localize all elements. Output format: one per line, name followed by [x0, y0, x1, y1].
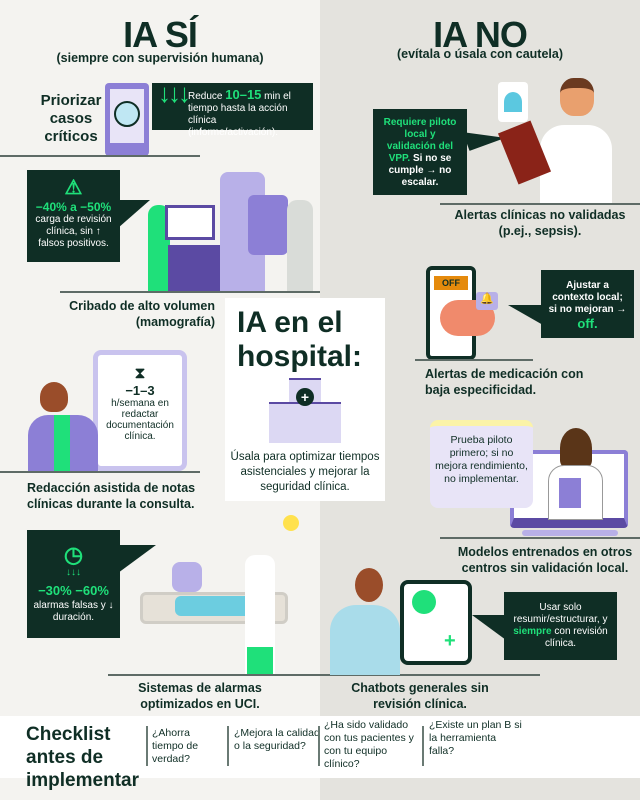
doctor-illustration: [540, 125, 612, 203]
doctor-illustration: [245, 555, 275, 675]
highlight: −40% a −50%: [35, 200, 112, 214]
highlight: −30% −60%: [38, 583, 109, 598]
text: Ajustar a contexto local; si no mejoran …: [548, 280, 627, 315]
chart-bubble: [498, 82, 528, 122]
chatbots-info-box: Usar solo resumir/estructurar, y siempre…: [504, 592, 617, 660]
tablet-illustration: ⧗ −1–3 h/semana en redactar documentació…: [93, 350, 187, 471]
machine-base: [168, 245, 228, 291]
text: h/semana en redactar documentación clíni…: [106, 398, 174, 442]
doctor-head: [560, 428, 592, 468]
tail: [118, 200, 150, 228]
highlight: off.: [577, 316, 598, 331]
woman-illustration: [330, 605, 400, 675]
alarm-icon: [283, 515, 299, 531]
notas-caption: Redacción asistida de notas clínicas dur…: [27, 481, 196, 511]
cribado-caption: Cribado de alto volumen (mamografía): [69, 299, 215, 329]
modelos-caption: Modelos entrenados en otros centros sin …: [457, 545, 633, 575]
highlight: −1–3: [125, 383, 155, 398]
screen-illustration: [165, 205, 215, 240]
divider: [227, 726, 229, 766]
plus-icon: +: [444, 630, 456, 652]
divider: [400, 674, 540, 676]
alertas-caption: Alertas clínicas no validadas (p.ej., se…: [454, 208, 626, 238]
text: Si no se cumple → no escalar.: [388, 153, 452, 188]
ia-no-title: IA NO: [433, 14, 528, 55]
down-arrows-icon: ↓↓↓: [66, 567, 81, 578]
doctor-head: [40, 382, 68, 412]
center-card: IA en el hospital: + Úsala para optimiza…: [225, 298, 385, 501]
chatbots-caption: Chatbots generales sin revisión clínica.: [351, 681, 489, 711]
hourglass-icon: ⧗: [134, 365, 146, 382]
off-badge: OFF: [434, 276, 468, 290]
medicacion-info-box: Ajustar a contexto local; si no mejoran …: [541, 270, 634, 338]
mammography-head: [248, 195, 288, 255]
center-title: IA en el hospital:: [237, 306, 362, 373]
divider: [440, 537, 640, 539]
ia-si-title: IA SÍ: [123, 14, 198, 55]
clock-icon: ◷: [63, 542, 84, 567]
divider: [0, 471, 200, 473]
checklist-item: ¿Mejora la calidad o la seguridad?: [234, 727, 320, 752]
divider: [108, 674, 400, 676]
cribado-info-box: ⚠ −40% a −50% carga de revisión clínica,…: [27, 170, 120, 262]
text: Usar solo resumir/estructurar, y: [513, 602, 608, 625]
woman-head: [355, 568, 383, 602]
ia-si-subtitle: (siempre con supervisión humana): [56, 51, 264, 65]
divider: [415, 359, 533, 361]
highlight: Requiere piloto local y validación del V…: [383, 117, 457, 164]
divider: [60, 291, 320, 293]
down-arrows-icon: ↓↓↓: [158, 78, 191, 108]
patient-illustration: [287, 200, 313, 291]
doctor-illustration: [28, 415, 98, 471]
text: alarmas falsas y ↓ duración.: [33, 600, 114, 623]
alarm-clock-icon: [114, 101, 140, 127]
nurse-illustration: [148, 205, 170, 291]
robot-icon: [412, 590, 436, 614]
divider: [440, 203, 640, 205]
checklist-item: ¿Ha sido validado con tus pacientes y co…: [324, 719, 414, 770]
priorizar-label: Priorizar casos críticos: [40, 92, 102, 145]
doctor-head: [560, 78, 594, 116]
medicacion-caption: Alertas de medicación con baja especific…: [425, 367, 584, 397]
alarmas-caption: Sistemas de alarmas optimizados en UCI.: [138, 681, 262, 711]
checklist-item: ¿Ahorra tiempo de verdad?: [152, 727, 199, 765]
patient-illustration: [172, 562, 202, 592]
checklist-band: Checklist antes de implementar ¿Ahorra t…: [0, 716, 640, 791]
tail: [118, 545, 156, 573]
tail: [472, 615, 506, 640]
phone-illustration: [105, 83, 149, 156]
phone-chatbot-illustration: +: [400, 580, 472, 665]
text: con revisión clínica.: [544, 626, 608, 649]
checklist-title: Checklist antes de implementar: [26, 724, 139, 791]
checklist-item: ¿Existe un plan B si la herramienta fall…: [429, 719, 522, 757]
bell-icon: 🔔: [476, 292, 498, 310]
tail: [508, 305, 543, 325]
divider: [318, 726, 320, 766]
divider: [422, 726, 424, 766]
text: carga de revisión clínica, sin ↑ falsos …: [35, 214, 112, 249]
highlight: siempre: [513, 626, 552, 637]
ia-no-subtitle: (evítala o úsala con cautela): [396, 47, 564, 61]
alertas-info-box: Requiere piloto local y validación del V…: [373, 109, 467, 195]
divider: [0, 155, 200, 157]
alarmas-info-box: ◷ ↓↓↓ −30% −60% alarmas falsas y ↓ durac…: [27, 530, 120, 638]
highlight: 10–15: [225, 87, 262, 102]
doctor-illustration: [548, 465, 603, 520]
center-text: Úsala para optimizar tiempos asistencial…: [230, 451, 380, 493]
priorizar-info-box: ↓↓↓ Reduce 10–15 min el tiempo hasta la …: [152, 78, 313, 138]
hospital-icon: +: [269, 378, 341, 443]
prueba-piloto-card: Prueba piloto primero; si no mejora rend…: [430, 420, 533, 508]
text: min el tiempo hasta la acción clínica (i…: [188, 91, 291, 138]
warning-icon: ⚠: [64, 177, 83, 199]
divider: [146, 726, 148, 766]
monitor-stand: [522, 530, 618, 536]
text: Reduce: [188, 91, 226, 102]
